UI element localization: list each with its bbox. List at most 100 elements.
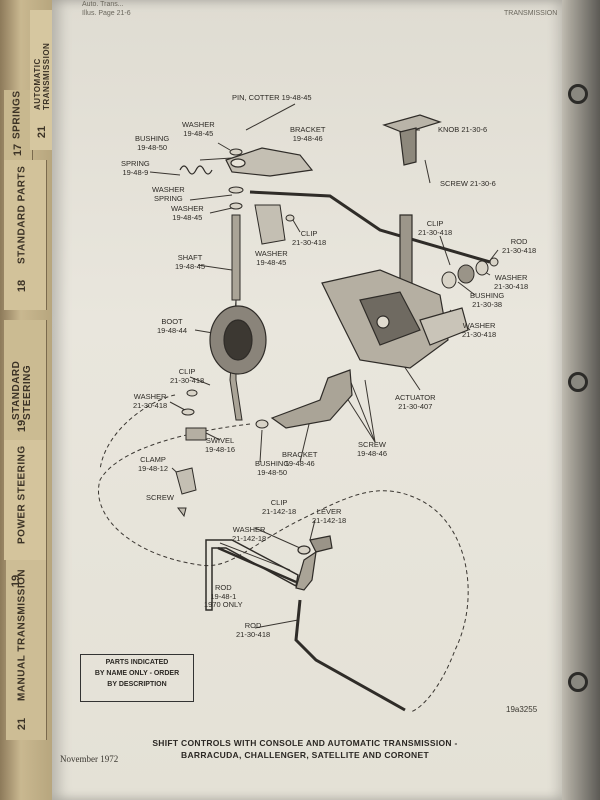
leader-line <box>254 527 301 549</box>
label-shaft: SHAFT 19-48-45 <box>175 253 206 271</box>
washer <box>228 186 244 194</box>
rod-1970-callout <box>205 539 299 611</box>
label-clip-mid: CLIP 21-30-418 <box>292 229 327 247</box>
leader-line <box>364 379 376 443</box>
binder-ring <box>568 372 588 392</box>
routing-path <box>98 423 469 713</box>
screw <box>177 507 187 518</box>
label-rod-low: ROD 21-30-418 <box>236 621 271 639</box>
leader-line <box>169 401 186 411</box>
leader-line <box>309 519 316 541</box>
note-line: PARTS INDICATED <box>105 659 169 666</box>
clip <box>285 214 295 222</box>
footer-date: November 1972 <box>60 754 119 764</box>
washer <box>475 260 489 276</box>
leader-line <box>254 619 299 629</box>
leader-line <box>197 264 233 271</box>
label-washer-low: WASHER 21-142-18 <box>232 525 267 543</box>
label-rod-right: ROD 21-30-418 <box>502 237 537 255</box>
note-line: BY NAME ONLY - ORDER <box>94 670 180 677</box>
leader-line <box>199 157 233 161</box>
label-washer-mid: WASHER 19-48-45 <box>171 204 204 222</box>
leader-line <box>299 419 311 463</box>
label-knob: KNOB 21-30-6 <box>438 125 488 134</box>
clip <box>186 389 198 397</box>
header-left-line1: Auto. Trans... <box>82 1 124 8</box>
rod-lower <box>294 599 406 712</box>
rod-end <box>489 257 499 267</box>
header-right: TRANSMISSION <box>504 10 558 17</box>
label-clamp: CLAMP 19-48-12 <box>138 455 169 473</box>
leader-line <box>189 194 233 201</box>
leader-line <box>245 103 296 131</box>
bracket-lower <box>270 369 353 429</box>
label-lever: LEVER 21-142-18 <box>312 507 347 525</box>
header-left-line2: Illus. Page 21-6 <box>82 10 131 17</box>
bushing <box>457 264 475 284</box>
leader-line <box>457 281 476 296</box>
label-rod-1970: ROD 19-48-1 1970 ONLY <box>204 583 243 609</box>
label-clip-low: CLIP 21-142-18 <box>262 498 297 516</box>
tab-manual-transmission[interactable]: MANUAL TRANSMISSION 21 <box>6 560 47 740</box>
bracket-small <box>254 204 286 245</box>
label-bracket-top: BRACKET 19-48-46 <box>290 125 326 143</box>
rod-upper <box>249 190 491 264</box>
label-bushing-top: BUSHING 19-48-50 <box>135 134 170 152</box>
label-clip-left: CLIP 21-30-418 <box>170 367 205 385</box>
parts-note-box: PARTS INDICATED BY NAME ONLY - ORDER BY … <box>80 654 194 702</box>
swivel <box>185 427 207 441</box>
tab-power-steering[interactable]: POWER STEERING <box>4 440 47 560</box>
note-line: BY DESCRIPTION <box>107 681 167 688</box>
label-washer-spring: WASHER SPRING <box>152 185 185 203</box>
washer <box>441 271 457 289</box>
bracket-top <box>225 147 314 177</box>
washer <box>229 202 243 210</box>
shaft <box>231 214 241 301</box>
label-actuator: ACTUATOR 21-30-407 <box>395 393 436 411</box>
washer <box>181 408 195 416</box>
washer <box>229 148 243 156</box>
tab-standard-parts[interactable]: STANDARD PARTS 18 <box>4 160 47 310</box>
caption-line: BARRACUDA, CHALLENGER, SATELLITE AND COR… <box>181 750 429 760</box>
label-washer-mid2: WASHER 19-48-45 <box>255 249 288 267</box>
label-screw-mid: SCREW 19-48-46 <box>357 440 388 458</box>
boot <box>209 305 267 375</box>
leader-line <box>424 159 431 184</box>
binder-ring <box>568 84 588 104</box>
lever-assembly <box>295 535 333 591</box>
label-clip-right: CLIP 21-30-418 <box>418 219 453 237</box>
shift-knob <box>382 114 442 166</box>
label-boot: BOOT 19-48-44 <box>157 317 188 335</box>
label-bushing-right: BUSHING 21-30-38 <box>470 291 505 309</box>
label-washer-top: WASHER 19-48-45 <box>182 120 215 138</box>
label-washer-right2: WASHER 21-30-418 <box>462 321 497 339</box>
label-screw-low: SCREW <box>146 493 174 502</box>
figure-caption: SHIFT CONTROLS WITH CONSOLE AND AUTOMATI… <box>130 737 480 761</box>
routing-path <box>99 394 176 471</box>
leader-line <box>259 429 263 463</box>
label-screw-knob: SCREW 21-30-6 <box>440 179 496 188</box>
bushing <box>255 419 269 429</box>
leader-line <box>219 542 291 571</box>
actuator-assembly <box>321 214 469 369</box>
label-washer-right: WASHER 21-30-418 <box>494 273 529 291</box>
leader-line <box>149 171 181 176</box>
caption-line: SHIFT CONTROLS WITH CONSOLE AND AUTOMATI… <box>152 738 458 748</box>
tab-standard-steering[interactable]: STANDARD STEERING 19 <box>4 320 47 440</box>
leader-line <box>344 394 376 443</box>
binder-ring <box>568 672 588 692</box>
leader-line <box>217 142 231 151</box>
label-washer-left: WASHER 21-30-418 <box>133 392 168 410</box>
label-bushing-low: BUSHING 19-48-50 <box>255 459 290 477</box>
catalog-page: Auto. Trans... Illus. Page 21-6 TRANSMIS… <box>52 0 562 800</box>
label-swivel: SWIVEL 19-48-16 <box>205 436 236 454</box>
spring <box>179 165 213 175</box>
figure-number: 19a3255 <box>506 705 538 714</box>
leader-line <box>349 379 376 443</box>
label-bracket-low: BRACKET 19-48-46 <box>282 450 318 468</box>
leader-line <box>189 376 211 386</box>
leader-line <box>209 207 233 214</box>
clamp <box>175 467 197 495</box>
